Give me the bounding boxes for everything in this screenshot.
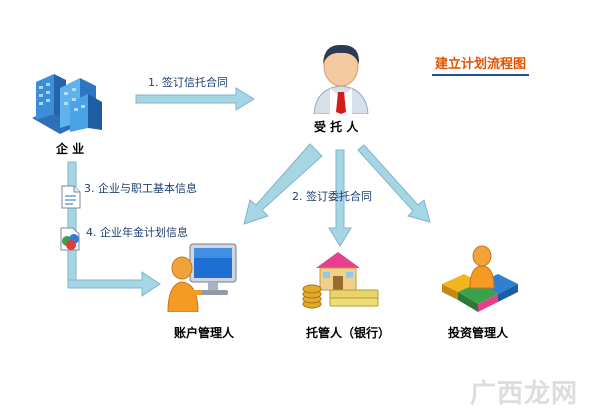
node-custodian-label: 托管人（银行）	[306, 326, 391, 340]
arrow-enterprise-to-account-manager	[67, 271, 161, 297]
arrow-trustee-to-investment-manager	[357, 144, 431, 223]
diagram-title: 建立计划流程图	[432, 52, 530, 76]
house-money-icon	[302, 252, 379, 309]
arrow-trustee-to-account-manager	[243, 143, 323, 225]
arrow-trustee-to-custodian	[328, 149, 352, 247]
document-icon	[61, 185, 81, 209]
person-icon	[313, 44, 369, 114]
chart-document-icon	[60, 227, 80, 251]
arrow-enterprise-to-trustee	[135, 87, 255, 111]
node-enterprise-label: 企 业	[56, 142, 85, 156]
step-1-label: 1. 签订信托合同	[148, 76, 228, 89]
node-investment-manager-label: 投资管理人	[448, 326, 509, 340]
arrow-enterprise-down-line	[67, 161, 77, 281]
puzzle-person-icon	[442, 245, 518, 312]
watermark-logo: 广西龙网	[470, 379, 579, 409]
node-account-manager-label: 账户管理人	[174, 326, 235, 340]
step-4-label: 4. 企业年金计划信息	[86, 226, 188, 239]
node-trustee-label: 受 托 人	[314, 120, 359, 134]
office-building-icon	[32, 74, 102, 134]
step-3-label: 3. 企业与职工基本信息	[84, 182, 197, 195]
computer-operator-icon	[167, 243, 237, 312]
step-2-label: 2. 签订委托合同	[292, 190, 372, 203]
